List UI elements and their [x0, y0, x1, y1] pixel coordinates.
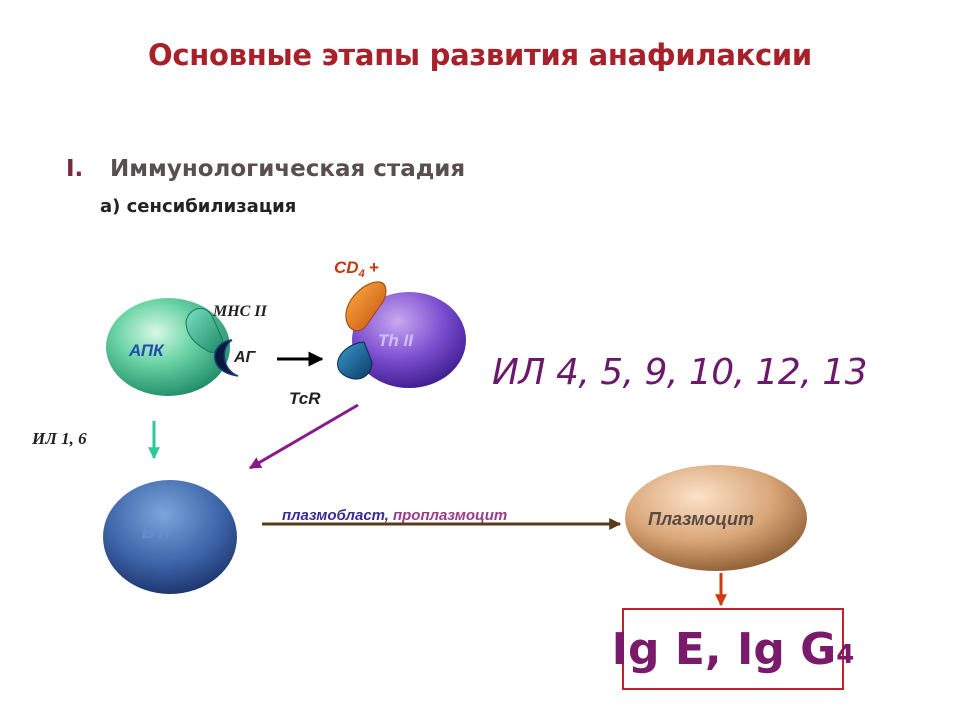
plasmoblast-label: плазмобласт,: [282, 507, 389, 524]
plasma-cell: [625, 465, 807, 571]
ig-subscript: 4: [836, 640, 855, 670]
tcr-label: TcR: [289, 389, 321, 408]
stage-heading: I. Иммунологическая стадия: [66, 156, 465, 182]
substage-label: а) сенсибилизация: [100, 196, 297, 217]
differentiation-label: плазмобласт,проплазмоцит: [282, 507, 507, 524]
cd4-plus: +: [369, 258, 379, 277]
interleukins-list: ИЛ 4, 5, 9, 10, 12, 13: [492, 352, 868, 393]
cd4-base: CD: [334, 258, 359, 277]
ig-main: Ig E, Ig G: [611, 623, 837, 675]
plasma-cell-label: Плазмоцит: [648, 509, 754, 529]
mhc-label: MHC II: [212, 303, 268, 320]
proplasmocyte-label: проплазмоцит: [393, 507, 507, 524]
tcr-receptor: [337, 341, 373, 380]
stage-number: I.: [66, 156, 84, 182]
page-title: Основные этапы развития анафилаксии: [148, 38, 812, 72]
cd4-receptor: [345, 281, 387, 332]
b-cell: [103, 480, 237, 594]
stage-label: Иммунологическая стадия: [110, 156, 466, 182]
antigen-crescent: [214, 339, 239, 377]
il-1-6-label: ИЛ 1, 6: [31, 429, 87, 448]
apc-label: АПК: [128, 341, 165, 360]
cd4-subscript: 4: [358, 268, 365, 280]
b-cell-label: В л: [142, 523, 170, 542]
th-label: Th II: [378, 331, 414, 350]
antigen-label: АГ: [233, 349, 257, 366]
cd4-label: CD4 +: [334, 258, 379, 280]
th-to-b-arrow: [248, 403, 359, 470]
th-cell: [352, 292, 466, 388]
